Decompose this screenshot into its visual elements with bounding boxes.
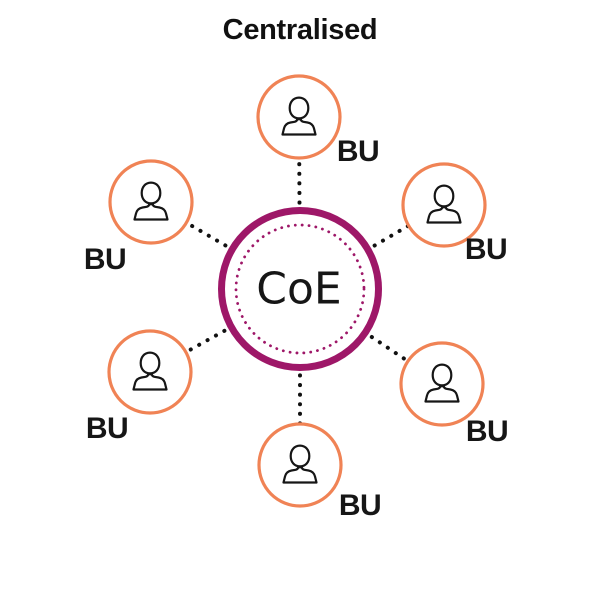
bu-node-lower-right (399, 341, 485, 427)
bu-label-upper-left: BU (83, 243, 127, 276)
bu-label-upper-right: BU (464, 233, 508, 266)
bu-node-upper-right (401, 162, 487, 248)
bu-label-top: BU (336, 135, 380, 168)
bu-label-lower-right: BU (465, 415, 509, 448)
bu-node-upper-left (108, 159, 194, 245)
diagram-title: Centralised (222, 14, 378, 46)
bu-node-lower-left (107, 329, 193, 415)
bu-label-lower-left: BU (85, 412, 129, 445)
coe-circle (218, 207, 382, 371)
coe-label: CoE (256, 263, 342, 315)
bu-label-bottom: BU (338, 489, 382, 522)
bu-node-top (256, 74, 342, 160)
bu-node-bottom (257, 422, 343, 508)
coe-dotted-ring (234, 223, 366, 355)
